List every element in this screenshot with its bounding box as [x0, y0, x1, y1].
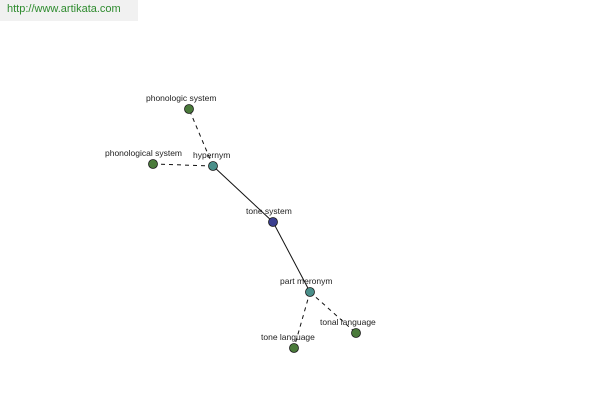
node-label-phonological-system: phonological system	[105, 148, 182, 158]
node-tone-system[interactable]	[268, 217, 278, 227]
node-label-tone-language: tone language	[261, 332, 315, 342]
edge-hypernym-to-phonologic-system	[188, 108, 214, 167]
site-url-link[interactable]: http://www.artikata.com	[7, 3, 121, 15]
graph-labels: tone system hypernym part meronym phonologi…	[105, 93, 376, 342]
node-phonological-system[interactable]	[148, 159, 158, 169]
edge-tone-system-to-part-meronym	[272, 221, 311, 293]
node-label-tone-system: tone system	[246, 206, 292, 216]
edge-part-meronym-to-tonal-language	[309, 291, 357, 334]
graph-nodes	[148, 104, 361, 353]
node-hypernym[interactable]	[208, 161, 218, 171]
node-tone-language[interactable]	[289, 343, 299, 353]
node-part-meronym[interactable]	[305, 287, 315, 297]
node-label-tonal-language: tonal language	[320, 317, 376, 327]
node-phonologic-system[interactable]	[184, 104, 194, 114]
node-tonal-language[interactable]	[351, 328, 361, 338]
node-label-part-meronym: part meronym	[280, 276, 332, 286]
edge-tone-system-to-hypernym	[212, 165, 274, 223]
node-label-hypernym: hypernym	[193, 150, 230, 160]
node-label-phonologic-system: phonologic system	[146, 93, 216, 103]
edge-hypernym-to-phonological-system	[152, 163, 214, 167]
url-bar: http://www.artikata.com	[0, 0, 138, 21]
edge-part-meronym-to-tone-language	[293, 291, 311, 349]
graph-edges	[152, 108, 357, 349]
